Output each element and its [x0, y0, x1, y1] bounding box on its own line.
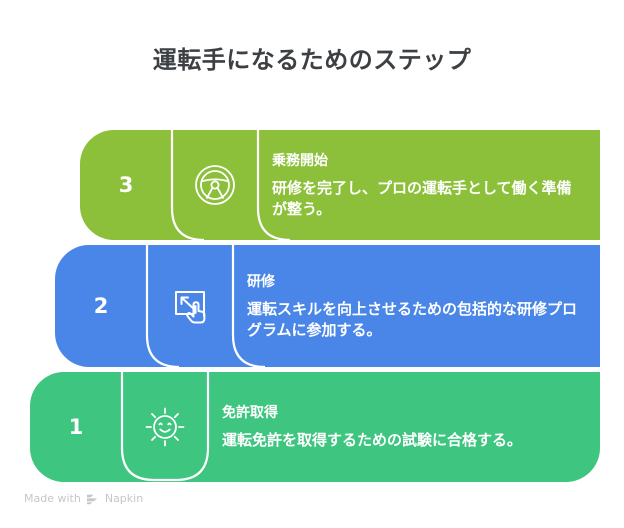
napkin-chevron-logo: [86, 494, 97, 504]
step-icon-cell-1: [122, 372, 208, 482]
step-item-2[interactable]: 2 研修 運転スキルを向上させるための包括的な研修プログラムに参加する。: [55, 245, 600, 367]
smiling-sun-icon: [145, 407, 185, 447]
step-number-2: 2: [93, 294, 109, 318]
step-text-1: 免許取得 運転免許を取得するための試験に合格する。: [222, 372, 586, 482]
page-title: 運転手になるためのステップ: [152, 46, 472, 74]
step-icon-cell-3: [172, 130, 258, 240]
step-description-1: 運転免許を取得するための試験に合格する。: [222, 431, 523, 449]
steering-wheel-icon: [195, 165, 235, 205]
step-number-1: 1: [68, 415, 84, 439]
step-description-3: 研修を完了し、プロの運転手として働く準備が整う。: [272, 178, 572, 218]
step-item-3[interactable]: 3 乗務開始 研修を完了し、プロの運転手として働く準備が整う。: [80, 130, 600, 240]
step-text-3: 乗務開始 研修を完了し、プロの運転手として働く準備が整う。: [272, 130, 586, 240]
step-heading-3: 乗務開始: [272, 152, 328, 169]
footer-made-with-label: Made with: [24, 492, 81, 505]
step-description-2: 運転スキルを向上させるための包括的な研修プログラムに参加する。: [247, 299, 578, 339]
footer-attribution[interactable]: Made with Napkin: [24, 492, 143, 505]
step-heading-1: 免許取得: [222, 405, 278, 421]
footer-brand-label: Napkin: [104, 492, 144, 505]
step-icon-cell-2: [147, 245, 233, 367]
step-heading-2: 研修: [247, 273, 275, 290]
step-text-2: 研修 運転スキルを向上させるための包括的な研修プログラムに参加する。: [247, 245, 586, 367]
step-item-1[interactable]: 1 免: [30, 372, 600, 482]
step-number-3: 3: [118, 173, 134, 197]
resize-pointer-icon: [175, 291, 206, 324]
